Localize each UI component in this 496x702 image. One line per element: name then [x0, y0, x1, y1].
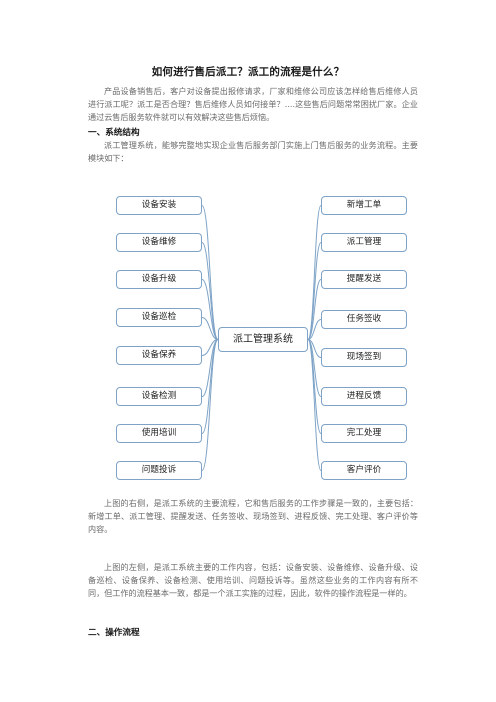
mindmap-right-node-3: 提醒发送 — [321, 270, 407, 289]
connector-left-8 — [201, 339, 219, 471]
connector-right-3 — [307, 279, 322, 340]
connector-right-4 — [307, 319, 322, 340]
mindmap-center-node: 派工管理系统 — [218, 327, 308, 352]
mindmap-left-node-5: 设备保养 — [116, 346, 202, 365]
mindmap-right-node-2: 派工管理 — [321, 233, 407, 252]
connector-right-7 — [307, 339, 322, 434]
document-title: 如何进行售后派工？派工的流程是什么？ — [151, 66, 345, 78]
mindmap-right-node-6: 进程反馈 — [321, 387, 407, 406]
mindmap-right-node-5: 现场签到 — [321, 348, 407, 367]
mindmap-left-node-8: 问题投诉 — [116, 461, 202, 480]
connector-left-4 — [201, 317, 219, 340]
connector-right-1 — [307, 205, 322, 340]
connector-left-1 — [201, 205, 219, 340]
connector-right-8 — [307, 339, 322, 471]
mindmap-right-node-4: 任务签收 — [321, 310, 407, 329]
connector-left-7 — [201, 339, 219, 434]
mindmap-right-node-7: 完工处理 — [321, 424, 407, 443]
structure-paragraph: 派工管理系统，能够完整地实现企业售后服务部门实施上门售后服务的业务流程。主要模块… — [88, 140, 418, 163]
connector-left-3 — [201, 279, 219, 340]
mindmap-left-node-2: 设备维修 — [116, 233, 202, 252]
mindmap-left-node-6: 设备检测 — [116, 387, 202, 406]
right-side-explanation-paragraph: 上图的右侧，是派工系统的主要流程，它和售后服务的工作步骤是一致的，主要包括：新增… — [88, 498, 418, 534]
mindmap-right-node-8: 客户评价 — [321, 461, 407, 480]
section-heading-process: 二、操作流程 — [88, 628, 140, 638]
mindmap-left-node-1: 设备安装 — [116, 196, 202, 215]
mindmap-left-node-4: 设备巡检 — [116, 308, 202, 327]
left-side-explanation-paragraph: 上图的左侧，是派工系统主要的工作内容，包括：设备安装、设备维修、设备升级、设备巡… — [88, 562, 418, 598]
intro-paragraph: 产品设备销售后，客户对设备提出报修请求，厂家和维修公司应该怎样给售后维修人员进行… — [88, 86, 418, 122]
connector-right-2 — [307, 242, 322, 340]
mindmap-right-node-1: 新增工单 — [321, 196, 407, 215]
connector-left-2 — [201, 242, 219, 340]
mindmap-left-node-7: 使用培训 — [116, 424, 202, 443]
mindmap-left-node-3: 设备升级 — [116, 270, 202, 289]
section-heading-structure: 一、系统结构 — [88, 128, 140, 138]
